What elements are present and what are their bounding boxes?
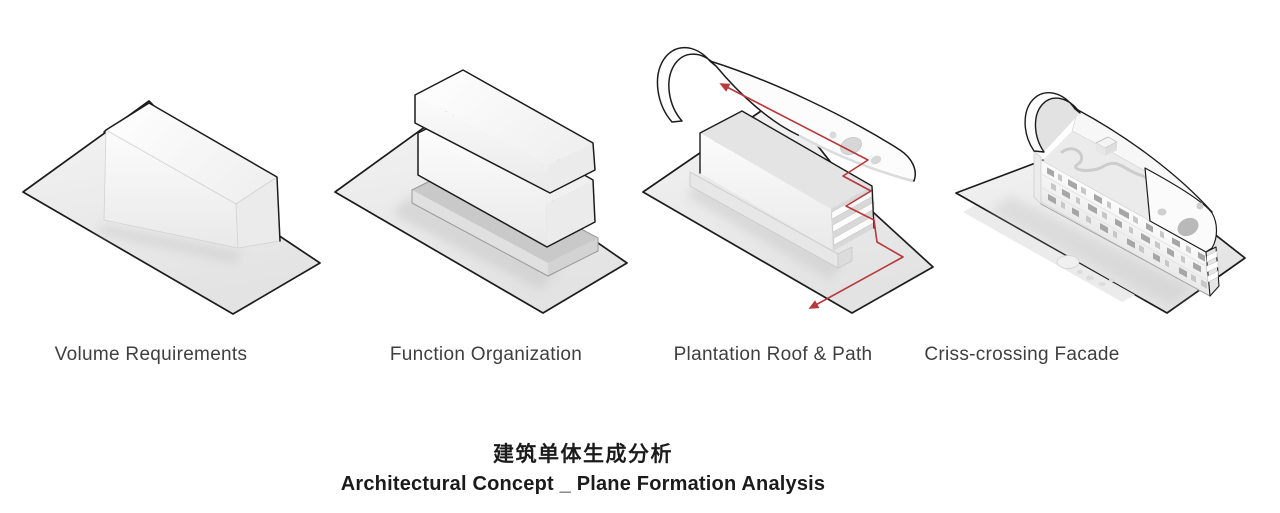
mass-shadow <box>392 196 560 290</box>
title-english: Architectural Concept _ Plane Formation … <box>340 473 826 495</box>
facade-hole-dot <box>1196 202 1204 210</box>
vault-arch-rib <box>656 46 717 123</box>
diagram-criss-crossing-facade <box>955 92 1246 314</box>
diagram-function-organization <box>334 69 628 314</box>
slab-top <box>414 69 596 194</box>
box-silhouette <box>103 102 281 242</box>
mass-shadow <box>98 224 242 264</box>
panel-label-function-organization: Function Organization <box>389 344 583 365</box>
figure-title: 建筑单体生成分析 Architectural Concept _ Plane F… <box>341 438 826 496</box>
ground-dome <box>1056 255 1080 269</box>
roof-hole-small <box>870 155 882 165</box>
roofline-ridge <box>1077 109 1213 213</box>
building-base-line <box>1040 203 1211 297</box>
arch-interior <box>1035 98 1080 152</box>
facade-hole-small <box>1157 208 1167 216</box>
left-end-wall <box>1033 150 1042 205</box>
facade-hole-large <box>1177 217 1199 237</box>
path-arrow-icon <box>808 300 820 309</box>
mass-shadow <box>990 195 1195 305</box>
ground-shrubs <box>1077 270 1115 286</box>
plinth-end <box>837 246 853 269</box>
right-vault <box>1144 167 1218 253</box>
facade-windows <box>1040 159 1211 297</box>
path-arrow-icon <box>719 83 731 92</box>
vault-rim-shade <box>798 134 914 183</box>
floor-stack <box>699 110 876 251</box>
right-end-floors <box>1205 246 1220 297</box>
roof-hole-dot <box>829 131 837 139</box>
roof-hut <box>1095 136 1118 156</box>
panel-label-criss-crossing-facade: Criss-crossing Facade <box>924 344 1120 365</box>
panel-label-volume-requirements: Volume Requirements <box>54 344 248 365</box>
panel-label-plantation-roof-path: Plantation Roof & Path <box>673 344 873 365</box>
circulation-path <box>719 83 904 309</box>
title-chinese: 建筑单体生成分析 <box>492 443 673 466</box>
diagram-volume-requirements <box>22 100 321 315</box>
vault-shell-roof <box>656 46 916 183</box>
vault-body <box>709 60 916 182</box>
arch-rib <box>1024 92 1081 153</box>
diagram-plantation-roof-path <box>642 46 934 314</box>
